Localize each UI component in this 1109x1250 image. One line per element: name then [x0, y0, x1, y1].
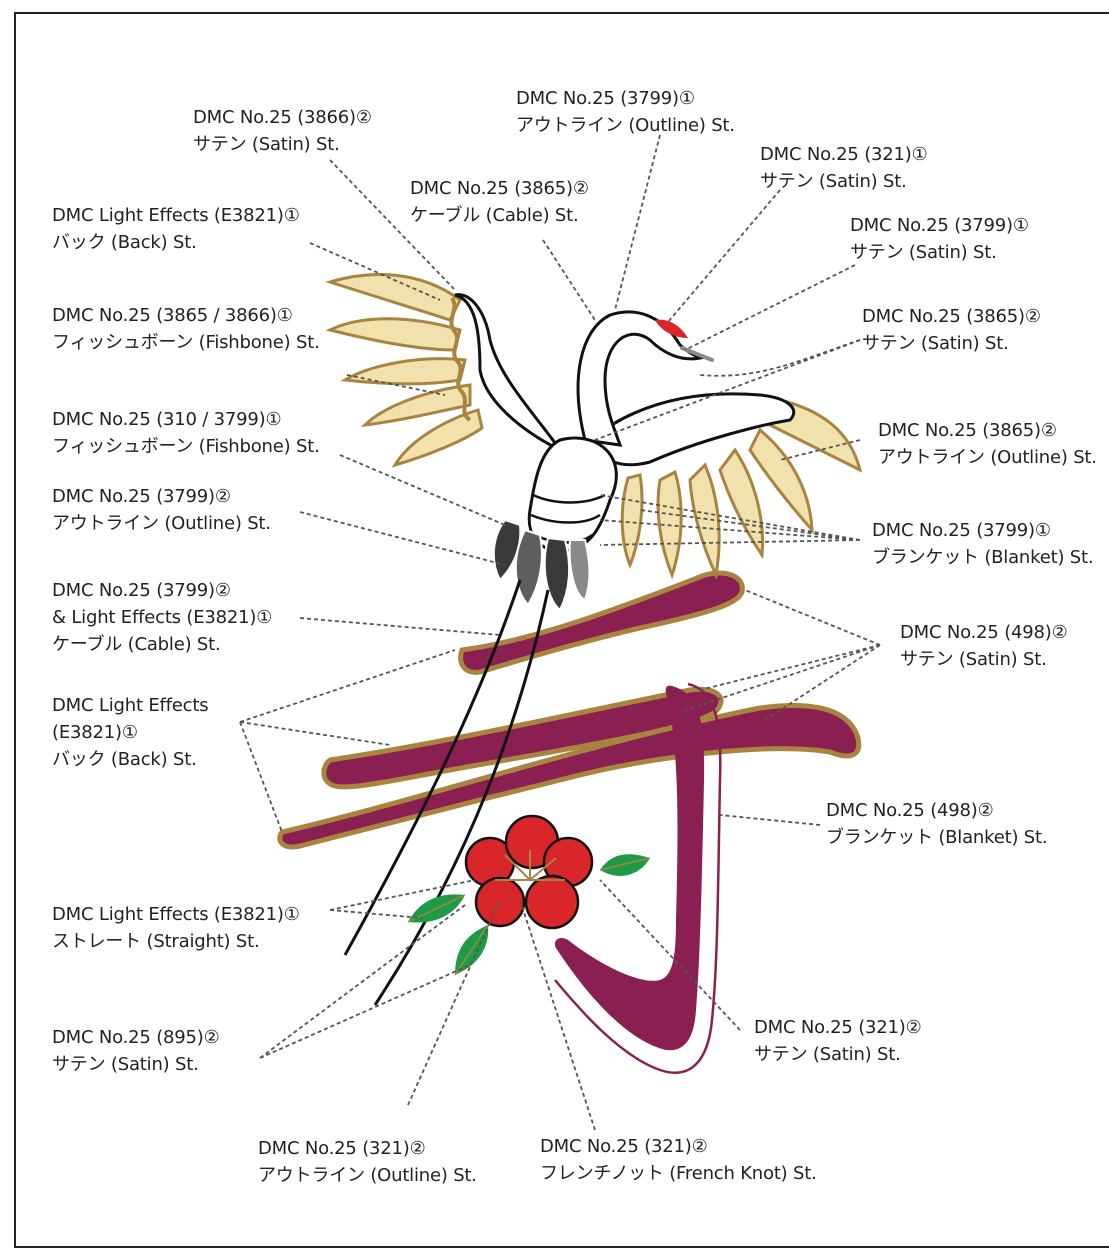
- label-line: ブランケット (Blanket) St.: [872, 544, 1093, 571]
- label-3799-blanket: DMC No.25 (3799)① ブランケット (Blanket) St.: [872, 517, 1093, 571]
- label-3866-satin: DMC No.25 (3866)② サテン (Satin) St.: [193, 104, 372, 158]
- label-line: DMC No.25 (321)②: [258, 1135, 477, 1162]
- label-line: DMC No.25 (498)②: [900, 619, 1068, 646]
- label-line: DMC Light Effects (E3821)①: [52, 901, 300, 928]
- label-line: DMC No.25 (321)②: [540, 1133, 817, 1160]
- label-line: サテン (Satin) St.: [754, 1041, 922, 1068]
- label-line: バック (Back) St.: [52, 229, 300, 256]
- label-line: DMC No.25 (3799)①: [872, 517, 1093, 544]
- kanji-character: [280, 573, 859, 1073]
- label-321-satin-crest: DMC No.25 (321)① サテン (Satin) St.: [760, 141, 928, 195]
- label-e3821-straight: DMC Light Effects (E3821)① ストレート (Straig…: [52, 901, 300, 955]
- label-310-3799-fishbone: DMC No.25 (310 / 3799)① フィッシュボーン (Fishbo…: [52, 406, 320, 460]
- label-e3821-back-wing: DMC Light Effects (E3821)① バック (Back) St…: [52, 202, 300, 256]
- label-line: DMC No.25 (321)②: [754, 1014, 922, 1041]
- label-line: アウトライン (Outline) St.: [258, 1162, 477, 1189]
- label-line: DMC No.25 (895)②: [52, 1024, 220, 1051]
- label-895-satin: DMC No.25 (895)② サテン (Satin) St.: [52, 1024, 220, 1078]
- label-3865-3866-fishbone: DMC No.25 (3865 / 3866)① フィッシュボーン (Fishb…: [52, 302, 320, 356]
- label-line: DMC Light Effects: [52, 692, 208, 719]
- label-line: DMC No.25 (3865)②: [410, 175, 589, 202]
- label-line: サテン (Satin) St.: [193, 131, 372, 158]
- label-line: DMC No.25 (3865 / 3866)①: [52, 302, 320, 329]
- label-line: DMC No.25 (3799)②: [52, 483, 271, 510]
- label-line: & Light Effects (E3821)①: [52, 604, 272, 631]
- label-line: DMC No.25 (3865)②: [878, 417, 1097, 444]
- label-line: アウトライン (Outline) St.: [878, 444, 1097, 471]
- label-line: DMC No.25 (498)②: [826, 797, 1047, 824]
- label-line: (E3821)①: [52, 719, 208, 746]
- label-e3821-back-kanji: DMC Light Effects (E3821)① バック (Back) St…: [52, 692, 208, 773]
- label-line: DMC Light Effects (E3821)①: [52, 202, 300, 229]
- label-line: サテン (Satin) St.: [900, 646, 1068, 673]
- label-3865-cable: DMC No.25 (3865)② ケーブル (Cable) St.: [410, 175, 589, 229]
- label-3865-satin-body: DMC No.25 (3865)② サテン (Satin) St.: [862, 303, 1041, 357]
- label-line: DMC No.25 (321)①: [760, 141, 928, 168]
- label-line: DMC No.25 (3866)②: [193, 104, 372, 131]
- label-line: サテン (Satin) St.: [52, 1051, 220, 1078]
- label-line: ケーブル (Cable) St.: [410, 202, 589, 229]
- label-3865-outline-wing: DMC No.25 (3865)② アウトライン (Outline) St.: [878, 417, 1097, 471]
- label-line: サテン (Satin) St.: [760, 168, 928, 195]
- label-line: DMC No.25 (310 / 3799)①: [52, 406, 320, 433]
- label-line: サテン (Satin) St.: [850, 239, 1029, 266]
- label-321-satin-flower: DMC No.25 (321)② サテン (Satin) St.: [754, 1014, 922, 1068]
- label-3799-satin-head: DMC No.25 (3799)① サテン (Satin) St.: [850, 212, 1029, 266]
- label-321-french-knot: DMC No.25 (321)② フレンチノット (French Knot) S…: [540, 1133, 817, 1187]
- label-line: フィッシュボーン (Fishbone) St.: [52, 329, 320, 356]
- label-3799-outline-body: DMC No.25 (3799)② アウトライン (Outline) St.: [52, 483, 271, 537]
- label-line: ブランケット (Blanket) St.: [826, 824, 1047, 851]
- label-3799-outline-neck: DMC No.25 (3799)① アウトライン (Outline) St.: [516, 85, 735, 139]
- label-line: フィッシュボーン (Fishbone) St.: [52, 433, 320, 460]
- label-498-satin: DMC No.25 (498)② サテン (Satin) St.: [900, 619, 1068, 673]
- label-line: ケーブル (Cable) St.: [52, 631, 272, 658]
- kanji-stroke-top: [461, 573, 743, 672]
- label-line: アウトライン (Outline) St.: [516, 112, 735, 139]
- label-line: バック (Back) St.: [52, 746, 208, 773]
- label-line: DMC No.25 (3799)②: [52, 577, 272, 604]
- label-line: アウトライン (Outline) St.: [52, 510, 271, 537]
- label-3799-e3821-cable: DMC No.25 (3799)② & Light Effects (E3821…: [52, 577, 272, 658]
- label-line: DMC No.25 (3799)①: [850, 212, 1029, 239]
- label-line: ストレート (Straight) St.: [52, 928, 300, 955]
- label-498-blanket: DMC No.25 (498)② ブランケット (Blanket) St.: [826, 797, 1047, 851]
- plum-flower: [466, 816, 592, 928]
- label-line: フレンチノット (French Knot) St.: [540, 1160, 817, 1187]
- label-321-outline: DMC No.25 (321)② アウトライン (Outline) St.: [258, 1135, 477, 1189]
- label-line: サテン (Satin) St.: [862, 330, 1041, 357]
- label-line: DMC No.25 (3865)②: [862, 303, 1041, 330]
- label-line: DMC No.25 (3799)①: [516, 85, 735, 112]
